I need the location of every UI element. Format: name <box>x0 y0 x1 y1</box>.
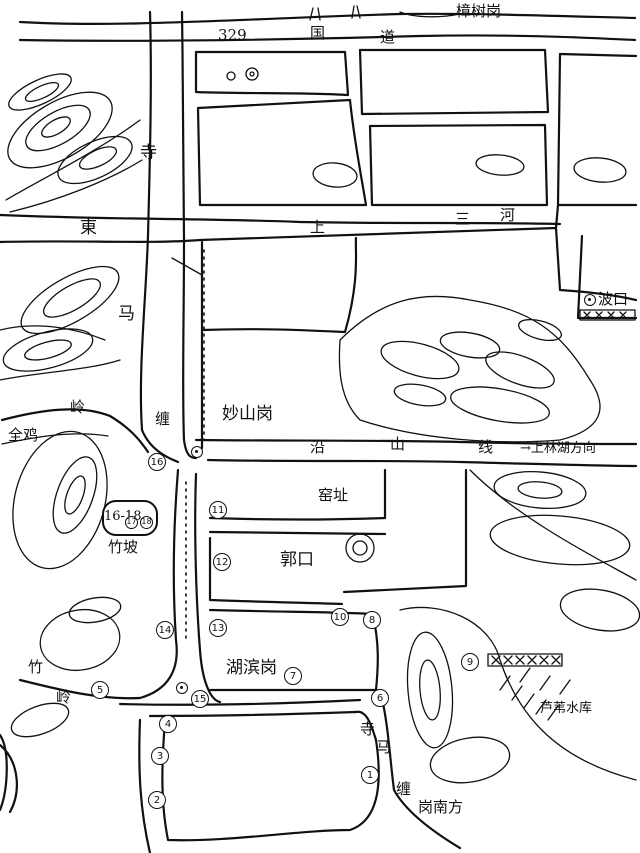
label-zhangshugang: 樟树岗 <box>456 2 502 20</box>
label-gangnan: 岗南方 <box>418 798 464 816</box>
yanshan-road-north <box>194 438 638 446</box>
site-marker-8[interactable]: 8 <box>363 611 381 629</box>
label-to-shanghe: →上林湖方向 <box>520 441 596 456</box>
block-mid-1 <box>196 98 368 207</box>
lane-west-edge <box>18 468 180 700</box>
label-ma-bottom: 马 <box>376 738 392 756</box>
site-marker-17[interactable]: 17 <box>125 516 138 529</box>
cliff-sw <box>0 733 18 814</box>
label-gaokou: 郭口 <box>280 550 314 570</box>
label-he: 河 <box>500 206 516 224</box>
junction-marker <box>191 446 203 458</box>
label-si-top: 寺 <box>140 143 157 163</box>
road-329-south-edge <box>18 34 637 42</box>
label-zhu-left: 竹 <box>28 658 44 676</box>
label-road-329: 329 <box>218 26 247 44</box>
label-ling-west: 岭 <box>56 688 72 706</box>
south-road-west <box>138 718 152 853</box>
hills-west <box>0 265 121 381</box>
marsh-hatching <box>487 309 636 721</box>
label-zhuxiao: 竹坡 <box>108 538 139 556</box>
site-marker-12[interactable]: 12 <box>213 553 231 571</box>
label-xian: 线 <box>478 438 494 456</box>
block-hubin <box>208 608 379 692</box>
block-gaokou <box>208 536 344 606</box>
north-diagonal <box>171 257 203 276</box>
label-miaoshangang: 妙山岗 <box>222 404 273 424</box>
south-road-east <box>378 688 462 850</box>
cross-road-1b <box>208 530 387 536</box>
site-marker-4[interactable]: 4 <box>159 715 177 733</box>
river-band-north <box>0 213 562 226</box>
label-chan-bottom: 缠 <box>396 780 412 798</box>
site-marker-2[interactable]: 2 <box>148 791 166 809</box>
yanshan-road-south <box>206 458 638 468</box>
site-marker-7[interactable]: 7 <box>284 667 302 685</box>
main-road-east-edge <box>180 10 198 460</box>
site-marker-1[interactable]: 1 <box>361 766 379 784</box>
river-band-south <box>0 226 638 302</box>
site-marker-10[interactable]: 10 <box>331 608 349 626</box>
south-block <box>161 710 380 842</box>
grass-tufts <box>309 5 361 21</box>
label-jinji: 全鸡 <box>8 426 39 444</box>
label-shang: 上 <box>310 218 326 236</box>
site-marker-9[interactable]: 9 <box>461 653 479 671</box>
site-group-16-18 <box>102 500 158 536</box>
site-marker-13[interactable]: 13 <box>209 619 227 637</box>
hills-southeast <box>399 469 640 784</box>
site-marker-18[interactable]: 18 <box>140 516 153 529</box>
label-marsh: 芦苇水库 <box>540 701 593 716</box>
hills-east <box>312 154 627 443</box>
bokou-marker <box>584 294 596 306</box>
east-gap <box>399 11 461 18</box>
central-block-outline <box>200 236 358 450</box>
label-hushangang: 湖滨岗 <box>226 658 277 678</box>
label-chan: 缠 <box>155 410 171 428</box>
label-yaoji: 窑址 <box>318 486 349 504</box>
right-lane <box>342 468 468 594</box>
site-marker-16[interactable]: 16 <box>148 453 166 471</box>
block-north-2 <box>358 48 550 116</box>
river-band-east <box>554 203 638 320</box>
block-mid-2 <box>368 123 549 207</box>
site-marker-15[interactable]: 15 <box>191 690 209 708</box>
ring-marks <box>226 67 375 563</box>
site-marker-14[interactable]: 14 <box>156 621 174 639</box>
jinjiling-road <box>0 408 150 454</box>
lane-east-edge <box>194 472 222 704</box>
label-dong: 東 <box>80 218 97 238</box>
jinjiling-road-edge <box>1 433 109 445</box>
label-yan: 沿 <box>310 438 326 456</box>
label-shan: 山 <box>390 435 406 453</box>
site-marker-5[interactable]: 5 <box>91 681 109 699</box>
south-cross-road <box>118 698 362 718</box>
label-san: 三 <box>455 210 471 228</box>
hills-southwest <box>10 430 122 738</box>
road-329-north-edge <box>18 12 637 25</box>
label-ma-left: 马 <box>118 304 135 324</box>
block-north-1 <box>194 50 350 97</box>
label-si-bottom: 寺 <box>360 720 376 738</box>
cross-road-1 <box>208 516 387 521</box>
label-dao: 道 <box>380 28 396 46</box>
main-road-west-edge <box>139 10 180 464</box>
south-junction-marker <box>176 682 188 694</box>
site-marker-3[interactable]: 3 <box>151 747 169 765</box>
site-marker-6[interactable]: 6 <box>371 689 389 707</box>
label-bokou: 波口 <box>598 290 629 308</box>
label-ling-left: 岭 <box>70 398 86 416</box>
label-guo: 国 <box>310 24 326 42</box>
hills-northwest <box>5 73 143 213</box>
site-marker-11[interactable]: 11 <box>209 501 227 519</box>
